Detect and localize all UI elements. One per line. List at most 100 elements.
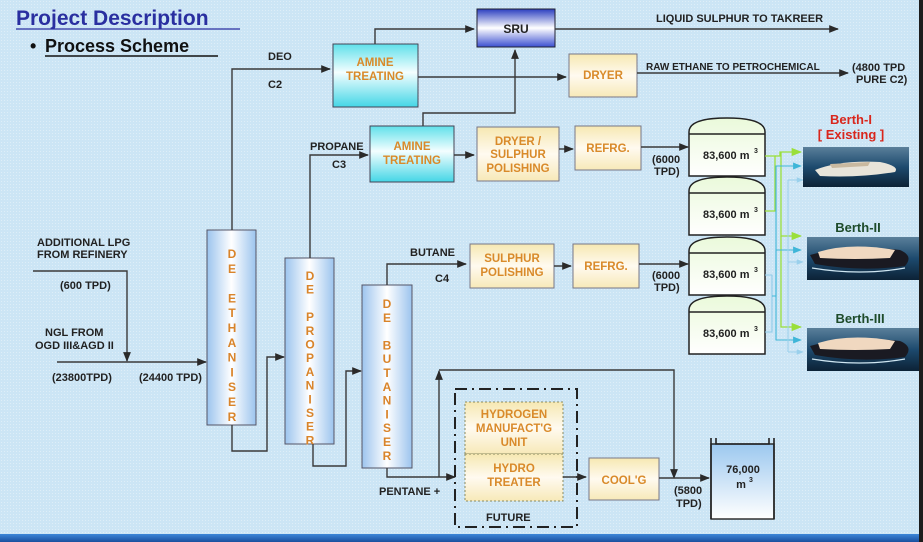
sphere-unit-superscript: 3: [754, 267, 758, 274]
pentane-rate-2: TPD): [676, 498, 702, 510]
storage-sphere-4: 83,600 m 3: [688, 295, 766, 355]
sru-unit: SRU: [476, 8, 556, 48]
raw-ethane-label: RAW ETHANE TO PETROCHEMICAL: [646, 62, 820, 73]
debutaniser-letter: U: [383, 352, 392, 366]
deethaniser-letter: H: [228, 321, 237, 335]
ship-image-berth-3: [807, 328, 919, 371]
c3-label: C3: [332, 159, 346, 171]
storage-sphere-2: 83,600 m 3: [688, 176, 766, 236]
svg-text:UNIT: UNIT: [501, 437, 528, 449]
hydrotreater-unit: HYDRO TREATER: [464, 453, 564, 502]
ethane-rate-1: (4800 TPD: [852, 62, 905, 74]
deethaniser-letter: A: [228, 336, 237, 350]
debutaniser-letter: T: [383, 366, 391, 380]
debutaniser-letter: A: [383, 380, 392, 394]
c2-label: C2: [268, 79, 282, 91]
refrigeration-c4-unit: REFRG.: [572, 243, 640, 289]
deethaniser-letter: N: [228, 351, 237, 365]
berth-1-note: [ Existing ]: [818, 127, 884, 142]
svg-text:TREATING: TREATING: [383, 155, 441, 167]
lpg-rate: (600 TPD): [60, 280, 111, 292]
svg-text:DRYER /: DRYER /: [495, 136, 542, 148]
svg-text:MANUFACT'G: MANUFACT'G: [476, 423, 552, 435]
depropaniser-letter: A: [306, 365, 315, 379]
depropaniser-letter: D: [306, 269, 315, 283]
debutaniser-letter: N: [383, 394, 392, 408]
svg-text:HYDROGEN: HYDROGEN: [481, 409, 547, 421]
svg-text:REFRG.: REFRG.: [584, 261, 627, 273]
sphere-capacity: 83,600 m: [703, 269, 750, 281]
ship-image-berth-2: [807, 237, 919, 280]
propane-label: PROPANE: [310, 141, 364, 153]
svg-text:REFRG.: REFRG.: [586, 143, 629, 155]
pentane-storage-tank: 76,000 m 3: [710, 438, 775, 520]
svg-text:TREATER: TREATER: [487, 477, 541, 489]
sphere-unit-superscript: 3: [754, 148, 758, 155]
svg-text:DRYER: DRYER: [583, 70, 624, 82]
sphere-capacity: 83,600 m: [703, 328, 750, 340]
depropaniser-letter: O: [305, 338, 314, 352]
debutaniser-letter: S: [383, 421, 391, 435]
bullet-icon: •: [30, 36, 36, 56]
deo-label: DEO: [268, 51, 292, 63]
input-ngl: NGL FROM OGD III&AGD II (23800TPD) (2440…: [35, 327, 207, 384]
butane-label: BUTANE: [410, 247, 455, 259]
pentane-bypass-line: [439, 369, 678, 479]
ethane-rate-2: PURE C2): [856, 74, 908, 86]
loading-lines: [765, 147, 804, 355]
svg-text:SRU: SRU: [503, 22, 528, 36]
c4-label: C4: [435, 273, 450, 285]
amine-c3-to-sru-line: [422, 49, 519, 126]
deethaniser-letter: E: [228, 395, 236, 409]
depropaniser-letter: E: [306, 283, 314, 297]
sulphur-polishing-c4-unit: SULPHUR POLISHING: [469, 243, 555, 289]
ngl-label-2: OGD III&AGD II: [35, 340, 114, 352]
debutaniser-letter: R: [383, 449, 392, 463]
depropaniser-bottoms-line: [312, 367, 362, 467]
sphere-capacity: 83,600 m: [703, 209, 750, 221]
svg-text:m: m: [736, 479, 746, 491]
lpg-line: [33, 270, 131, 362]
liquid-sulphur-label: LIQUID SULPHUR TO TAKREER: [656, 13, 823, 25]
svg-text:SULPHUR: SULPHUR: [484, 253, 540, 265]
sphere-unit-superscript: 3: [754, 326, 758, 333]
deethaniser-bottoms-line: [231, 353, 285, 452]
ship-image-berth-1: [803, 147, 909, 187]
slide-bottom-bar: [0, 534, 923, 542]
svg-text:HYDRO: HYDRO: [493, 463, 535, 475]
depropaniser-letter: P: [306, 310, 314, 324]
ngl-label-1: NGL FROM: [45, 327, 103, 339]
svg-text:SULPHUR: SULPHUR: [490, 149, 546, 161]
svg-text:AMINE: AMINE: [356, 57, 393, 69]
propane-rate-1: (6000: [652, 154, 680, 166]
depropaniser-letter: N: [306, 379, 315, 393]
dryer-unit: DRYER: [568, 53, 638, 98]
deethaniser-letter: D: [228, 247, 237, 261]
depropaniser-letter: R: [306, 433, 315, 447]
depropaniser-letter: R: [306, 324, 315, 338]
amine-treating-c2-unit: AMINE TREATING: [332, 43, 419, 108]
deethaniser-letter: R: [228, 410, 237, 424]
deethaniser-letter: E: [228, 291, 236, 305]
pentane-line: [386, 468, 456, 481]
depropaniser-letter: S: [306, 406, 314, 420]
butane-rate-1: (6000: [652, 270, 680, 282]
deethaniser-letter: T: [228, 306, 236, 320]
berth-2: Berth-II: [807, 220, 919, 280]
future-label: FUTURE: [486, 512, 531, 524]
berth-3: Berth-III: [807, 311, 919, 371]
storage-sphere-3: 83,600 m 3: [688, 236, 766, 296]
deethaniser-letter: E: [228, 262, 236, 276]
berth-2-name: Berth-II: [835, 220, 881, 235]
depropaniser-letter: P: [306, 351, 314, 365]
debutaniser-letter: E: [383, 311, 391, 325]
sphere-unit-superscript: 3: [754, 207, 758, 214]
depropaniser-letter: E: [306, 420, 314, 434]
svg-text:POLISHING: POLISHING: [480, 267, 543, 279]
section-subtitle: Process Scheme: [45, 36, 189, 56]
